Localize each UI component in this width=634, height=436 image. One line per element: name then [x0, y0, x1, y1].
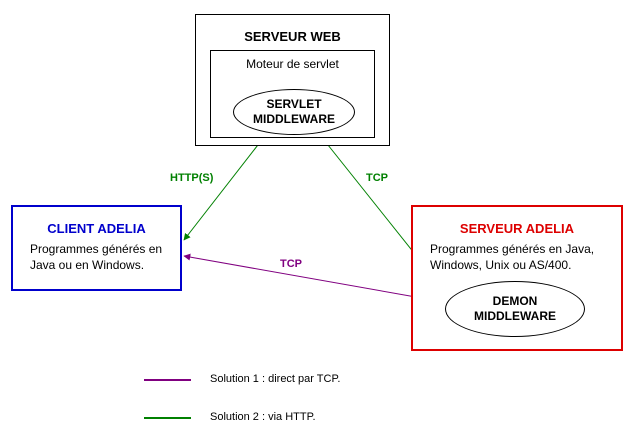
demon-middleware-line1: DEMON: [492, 294, 538, 308]
client-adelia-box: CLIENT ADELIA Programmes générés en Java…: [11, 205, 182, 291]
http-label: HTTP(S): [170, 172, 214, 184]
tcp-web-label: TCP: [366, 172, 388, 184]
demon-middleware-node: DEMON MIDDLEWARE: [445, 281, 585, 337]
servlet-engine-label: Moteur de servlet: [246, 57, 339, 71]
client-desc-line1: Programmes générés en: [30, 242, 163, 256]
client-adelia-title: CLIENT ADELIA: [47, 221, 146, 236]
server-adelia-title: SERVEUR ADELIA: [459, 221, 575, 236]
tcp-direct-connection-line: [183, 253, 445, 305]
servlet-middleware-line2: MIDDLEWARE: [253, 112, 335, 126]
legend-solution1-text: Solution 1 : direct par TCP.: [210, 373, 341, 385]
servlet-middleware-line1: SERVLET: [266, 97, 322, 111]
web-server-title: SERVEUR WEB: [244, 29, 341, 44]
server-adelia-description: Programmes générés en Java, Windows, Uni…: [430, 241, 594, 273]
http-connection-line: [183, 131, 269, 241]
server-desc-line2: Windows, Unix ou AS/400.: [430, 258, 572, 272]
web-server-box: SERVEUR WEB Moteur de servlet SERVLET MI…: [195, 14, 390, 146]
server-desc-line1: Programmes générés en Java,: [430, 242, 595, 256]
demon-middleware-line2: MIDDLEWARE: [474, 309, 556, 323]
servlet-engine-box: Moteur de servlet SERVLET MIDDLEWARE: [210, 50, 375, 138]
tcp-direct-label: TCP: [280, 258, 302, 270]
server-adelia-box: SERVEUR ADELIA Programmes générés en Jav…: [411, 205, 623, 351]
legend-solution2-text: Solution 2 : via HTTP.: [210, 411, 316, 423]
client-desc-line2: Java ou en Windows.: [30, 258, 145, 272]
client-adelia-description: Programmes générés en Java ou en Windows…: [30, 241, 162, 273]
servlet-middleware-node: SERVLET MIDDLEWARE: [233, 89, 355, 135]
